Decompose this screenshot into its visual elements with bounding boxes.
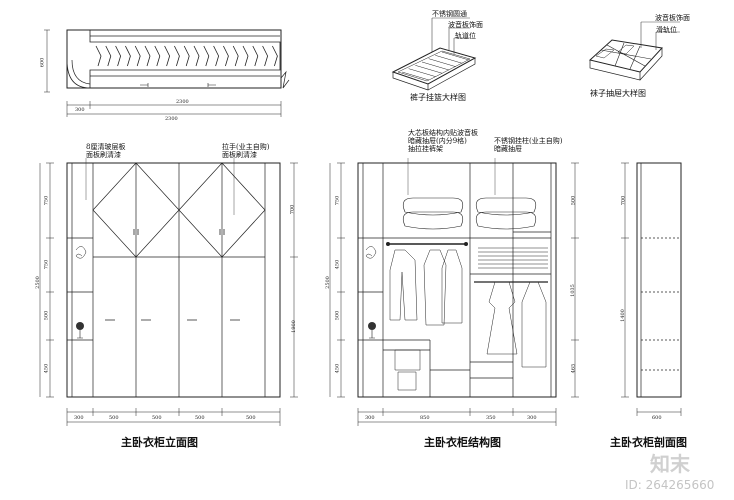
- dim-front-bottom-5: 500: [246, 415, 256, 421]
- dim-front-total-h: 2500: [34, 276, 41, 289]
- plan-hanger: [203, 45, 210, 67]
- dim-section-left-2: 1400: [619, 309, 626, 322]
- rack-bar: [435, 55, 463, 64]
- plan-hanger: [154, 45, 161, 67]
- dim-struct-left-3: 500: [334, 310, 341, 321]
- plan-hangers: [95, 45, 278, 67]
- plan-hanger: [213, 45, 220, 67]
- structure-view: [329, 162, 579, 426]
- plan-hanger: [95, 45, 102, 67]
- note-track: 轨道位: [455, 32, 476, 40]
- pants-rack-detail: [391, 17, 477, 91]
- dim-struct-left-1: 750: [334, 195, 341, 206]
- plan-hanger: [262, 45, 269, 67]
- watermark-brand: 知末: [650, 452, 690, 476]
- dim-front-right-2: 1900: [290, 320, 297, 333]
- rack-bar: [421, 61, 450, 71]
- plan-hanger: [183, 45, 190, 67]
- dim-struct-bottom-2: 850: [420, 415, 430, 421]
- note-stainless-rail: 不锈钢圆通: [432, 10, 467, 18]
- note-stainless-rod: 不锈钢挂柱(业主自购): [494, 137, 563, 145]
- note-pull-rack: 抽拉挂裤架: [408, 145, 443, 153]
- plan-hanger: [125, 45, 131, 67]
- dim-struct-total-h: 2500: [324, 276, 331, 289]
- plan-hanger: [115, 45, 122, 67]
- plan-hanger: [193, 45, 200, 67]
- structure-title: 主卧衣柜结构图: [424, 436, 501, 449]
- dim-front-bottom-2: 500: [109, 415, 119, 421]
- rack-bar: [441, 51, 470, 61]
- dim-front-bottom-3: 500: [152, 415, 162, 421]
- dim-front-right-1: 700: [289, 204, 296, 215]
- leader-lines: [85, 158, 496, 215]
- dim-struct-right-2: 1035: [569, 284, 576, 297]
- dim-struct-right-1: 500: [570, 195, 577, 206]
- plan-hanger: [134, 45, 141, 67]
- plan-hanger: [232, 45, 239, 67]
- dim-plan-b: 2300: [165, 116, 178, 122]
- rack-bar: [415, 65, 443, 74]
- dim-struct-bottom-1: 300: [365, 415, 375, 421]
- dim-struct-right-3: 465: [570, 363, 577, 374]
- dim-plan-depth: 600: [39, 57, 46, 68]
- dim-front-left-1: 750: [43, 195, 50, 206]
- dim-front-left-2: 750: [43, 259, 50, 270]
- dim-plan-total: 2300: [176, 99, 189, 105]
- plan-hanger: [174, 45, 180, 67]
- plan-hanger: [252, 45, 259, 67]
- folded-quilt: [475, 197, 537, 216]
- note-track-2: 滑轨位: [656, 26, 677, 34]
- dim-section-bottom: 600: [652, 415, 662, 421]
- rack-bar: [401, 71, 430, 81]
- note-sealing-front-2: 面板刷清漆: [222, 151, 257, 159]
- note-glass-shelf: 8厘清玻层板: [86, 143, 126, 151]
- dim-struct-left-2: 450: [334, 259, 341, 270]
- pants-rack-title: 裤子挂篮大样图: [410, 93, 466, 102]
- plan-hanger: [144, 45, 151, 67]
- front-elevation: [39, 162, 298, 426]
- folded-quilt: [475, 211, 537, 230]
- note-sealing-front: 面板刷清漆: [86, 151, 121, 159]
- plan-hanger: [272, 45, 278, 67]
- dim-front-left-3: 500: [43, 310, 50, 321]
- dim-plan-a: 300: [75, 107, 85, 113]
- rack-bar: [428, 58, 456, 67]
- watermark-id: ID: 264265660: [625, 478, 715, 492]
- note-wave-board-2: 波音板饰面: [655, 14, 690, 22]
- dim-front-bottom-1: 300: [74, 415, 84, 421]
- dim-front-left-4: 450: [43, 363, 50, 374]
- front-elevation-title: 主卧衣柜立面图: [121, 436, 198, 449]
- section-view: [621, 162, 682, 416]
- note-hidden-drawer: 暗藏抽屉(内分9格): [408, 137, 467, 145]
- note-core-board: 大芯板结构内贴波音板: [408, 129, 478, 137]
- folded-clothes: [402, 197, 537, 230]
- section-title: 主卧衣柜剖面图: [610, 436, 687, 449]
- plan-hanger: [242, 45, 249, 67]
- drawer-detail-title: 袜子抽屉大样图: [590, 89, 646, 98]
- note-hidden-drawer-2: 暗藏抽屉: [494, 145, 522, 153]
- dim-struct-bottom-4: 300: [527, 415, 537, 421]
- plan-hanger: [164, 45, 171, 67]
- drawer-detail: [588, 21, 680, 81]
- dim-section-left-1: 700: [620, 195, 627, 206]
- rack-bars: [401, 51, 470, 81]
- note-wave-board: 波音板饰面: [448, 21, 483, 29]
- dim-struct-bottom-3: 350: [486, 415, 496, 421]
- rack-bar: [408, 68, 436, 77]
- dim-struct-left-4: 450: [334, 363, 341, 374]
- hanging-garments: [389, 249, 547, 391]
- folded-quilt: [402, 197, 464, 216]
- plan-hanger: [223, 45, 229, 67]
- plan-view: [44, 29, 290, 117]
- dim-front-bottom-4: 500: [195, 415, 205, 421]
- note-handle: 拉手(业主自购): [222, 143, 270, 151]
- plan-hanger: [105, 45, 112, 67]
- folded-quilt: [402, 211, 464, 230]
